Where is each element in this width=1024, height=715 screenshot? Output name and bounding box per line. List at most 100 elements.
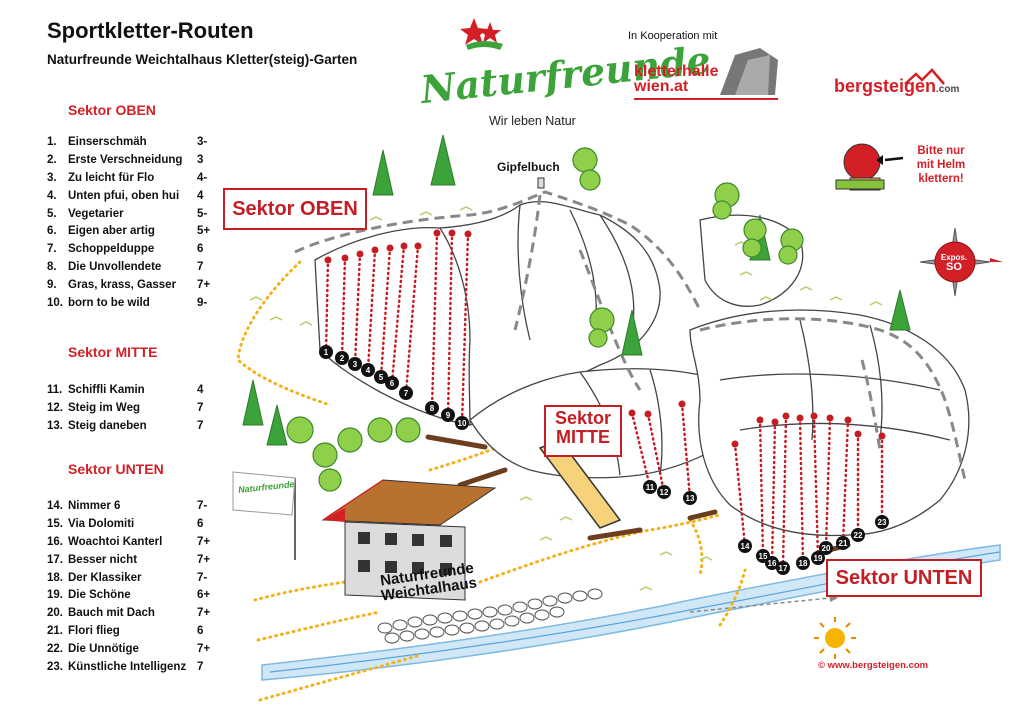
route-num: 15. [47,517,63,530]
list-item: 5. Vegetarier 5- [47,208,217,226]
route-line [824,416,832,550]
flag [232,471,296,560]
route-line [460,232,470,425]
route-marker-label: 2 [340,354,345,363]
route-line [446,231,454,417]
route-grade: 5- [197,207,208,220]
route-grade: 7+ [197,607,211,620]
helmet-person-icon [835,143,904,191]
route-name: Schiffli Kamin [68,384,145,396]
route-num: 5. [47,207,57,220]
route-line [390,244,406,385]
route-anchor-dot [844,416,852,424]
route-marker-label: 1 [324,348,329,357]
route-line [404,244,420,395]
route-grade: 3- [197,136,208,148]
bergsteigen-logo: bergsteigen.com [834,76,959,97]
route-marker [796,556,810,570]
route-marker [819,541,833,555]
route-line [770,420,777,565]
route-marker-label: 18 [799,559,808,568]
route-grade: 6+ [197,589,211,602]
route-name: Künstliche Intelligenz [68,661,187,674]
helmet-warning: Bitte nur mit Helm klettern! [906,145,976,186]
route-marker [836,536,850,550]
route-anchor-dot [854,430,862,438]
route-name: Die Unvollendete [68,261,162,274]
route-anchor-dot [678,400,686,408]
route-name: Der Klassiker [68,571,142,584]
route-marker [348,357,362,371]
route-marker [738,539,752,553]
route-grade: 6 [197,243,204,256]
route-grade: 7 [197,661,204,674]
route-num: 16. [47,535,63,548]
route-anchor-dot [400,242,408,250]
route-marker-label: 16 [768,559,777,568]
route-anchor-dot [796,414,804,422]
route-name: Vegetarier [68,207,124,220]
route-marker [875,515,889,529]
route-marker-label: 5 [379,373,384,382]
route-num: 2. [47,153,57,166]
route-anchor-dot [644,410,652,418]
route-marker-label: 11 [646,483,655,492]
naturfreunde-emblem-icon [460,18,503,50]
route-grade: 4- [197,171,208,184]
route-marker-label: 21 [839,539,848,548]
route-num: 14. [47,500,63,512]
sector-label-mitte-line1: Sektor [554,408,612,428]
route-marker [683,491,697,505]
route-marker [776,561,790,575]
bergsteigen-logo-suffix: .com [936,84,960,95]
helmet-warning-line1: Bitte nur [917,145,965,157]
route-anchor-dot [731,440,739,448]
route-name: Zu leicht für Flo [68,171,155,184]
route-name: Unten pfui, oben hui [68,189,180,202]
route-marker [399,386,413,400]
route-num: 20. [47,607,63,620]
route-name: Einserschmäh [68,136,147,148]
route-anchor-dot [341,254,349,262]
compass-exposure-direction: SO [946,261,962,273]
route-marker-label: 9 [446,411,451,420]
stone-band [377,588,603,644]
route-grade: 6 [197,517,204,530]
sector-label-unten: Sektor UNTEN [826,559,982,597]
route-name: Die Unnötige [68,643,139,656]
route-marker-label: 10 [458,419,467,428]
route-marker [441,408,455,422]
route-marker [811,551,825,565]
route-grade: 5+ [197,225,211,238]
route-name: Eigen aber artig [68,225,155,238]
route-anchor-dot [433,229,441,237]
route-line [680,402,692,500]
route-line [430,231,439,410]
route-grade: 7 [197,261,204,274]
sector-label-mitte-line2: MITTE [556,426,610,447]
route-marker-label: 19 [814,554,823,563]
route-line [324,258,330,354]
river [261,544,1001,681]
route-name: Woachtoi Kanterl [68,535,163,548]
route-num: 22. [47,643,63,656]
sector-heading-mitte: Sektor MITTE [68,344,158,360]
copyright-notice: © www.bergsteigen.com [818,660,929,671]
route-marker-label: 20 [822,544,831,553]
route-marker [425,401,439,415]
bergsteigen-logo-name: bergsteigen [834,76,937,96]
kletterhalle-logo-icon [634,48,778,100]
